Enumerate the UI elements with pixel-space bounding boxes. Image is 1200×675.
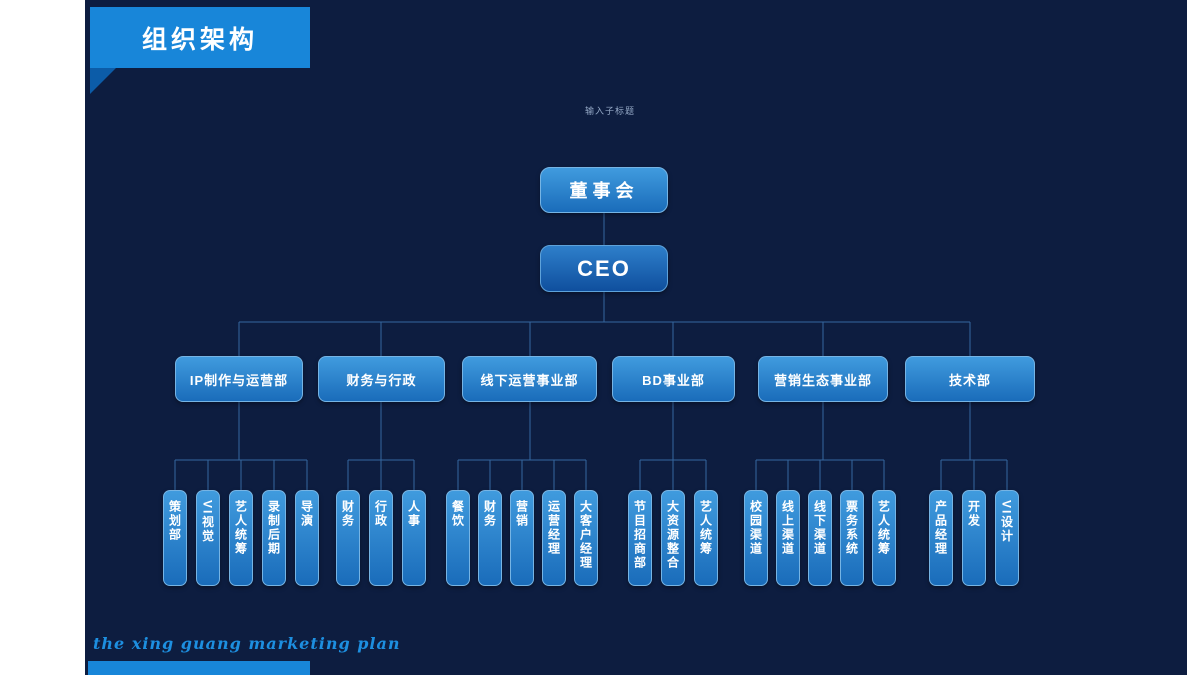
org-child-label: 线下渠道 [812,500,827,556]
org-child-box: VI视觉 [196,490,220,586]
org-child-label: 人事 [406,500,421,528]
org-child-label: VI视觉 [200,500,215,544]
org-child-box: 导演 [295,490,319,586]
org-child-label: 票务系统 [844,500,859,556]
org-child-box: 营销 [510,490,534,586]
org-child-label: 餐饮 [450,500,465,528]
org-child-label: 开发 [966,500,981,528]
dept-offline-operations: 线下运营事业部 [462,356,597,402]
org-child-box: 线上渠道 [776,490,800,586]
org-child-box: 校园渠道 [744,490,768,586]
page-title: 组织架构 [141,25,258,54]
org-child-box: 策划部 [163,490,187,586]
org-child-label: 线上渠道 [780,500,795,556]
dept-ip-operations: IP制作与运营部 [175,356,303,402]
dept-bd: BD事业部 [612,356,735,402]
right-margin [1187,0,1200,675]
org-child-label: 校园渠道 [748,500,763,556]
left-margin [0,0,85,675]
org-child-label: 财务 [482,500,497,528]
org-child-box: 财务 [336,490,360,586]
dept-technology: 技术部 [905,356,1035,402]
org-child-box: 财务 [478,490,502,586]
dept-finance-admin: 财务与行政 [318,356,445,402]
org-node-board: 董事会 [540,167,668,213]
org-child-box: 产品经理 [929,490,953,586]
org-child-box: 人事 [402,490,426,586]
org-child-label: VI设计 [999,500,1014,544]
org-child-label: 艺人统筹 [876,500,891,556]
org-child-box: 大客户经理 [574,490,598,586]
org-child-box: 艺人统筹 [694,490,718,586]
org-child-box: 大资源整合 [661,490,685,586]
org-child-box: 录制后期 [262,490,286,586]
org-child-label: 产品经理 [933,500,948,556]
org-child-label: 艺人统筹 [698,500,713,556]
org-child-label: 录制后期 [266,500,281,556]
org-child-label: 节目招商部 [632,500,647,570]
title-ribbon: 组织架构 [90,7,310,68]
org-child-box: 艺人统筹 [229,490,253,586]
ribbon-fold [90,68,116,94]
org-child-label: 运营经理 [546,500,561,556]
org-child-label: 大客户经理 [578,500,593,570]
org-child-box: 餐饮 [446,490,470,586]
org-child-label: 大资源整合 [665,500,680,570]
org-child-label: 营销 [514,500,529,528]
org-child-box: 行政 [369,490,393,586]
subtitle-hint: 输入子标题 [584,106,635,116]
org-child-label: 财务 [340,500,355,528]
org-child-box: 艺人统筹 [872,490,896,586]
org-child-box: 运营经理 [542,490,566,586]
footer-script-text: the xing guang marketing plan [93,634,401,653]
org-child-box: 开发 [962,490,986,586]
org-child-box: VI设计 [995,490,1019,586]
org-child-label: 策划部 [167,500,182,542]
org-child-box: 线下渠道 [808,490,832,586]
org-child-box: 节目招商部 [628,490,652,586]
org-child-label: 艺人统筹 [233,500,248,556]
dept-marketing-ecosystem: 营销生态事业部 [758,356,888,402]
footer-accent-bar [88,661,310,675]
org-child-label: 行政 [373,500,388,528]
org-child-box: 票务系统 [840,490,864,586]
org-node-ceo: CEO [540,245,668,292]
org-child-label: 导演 [299,500,314,528]
